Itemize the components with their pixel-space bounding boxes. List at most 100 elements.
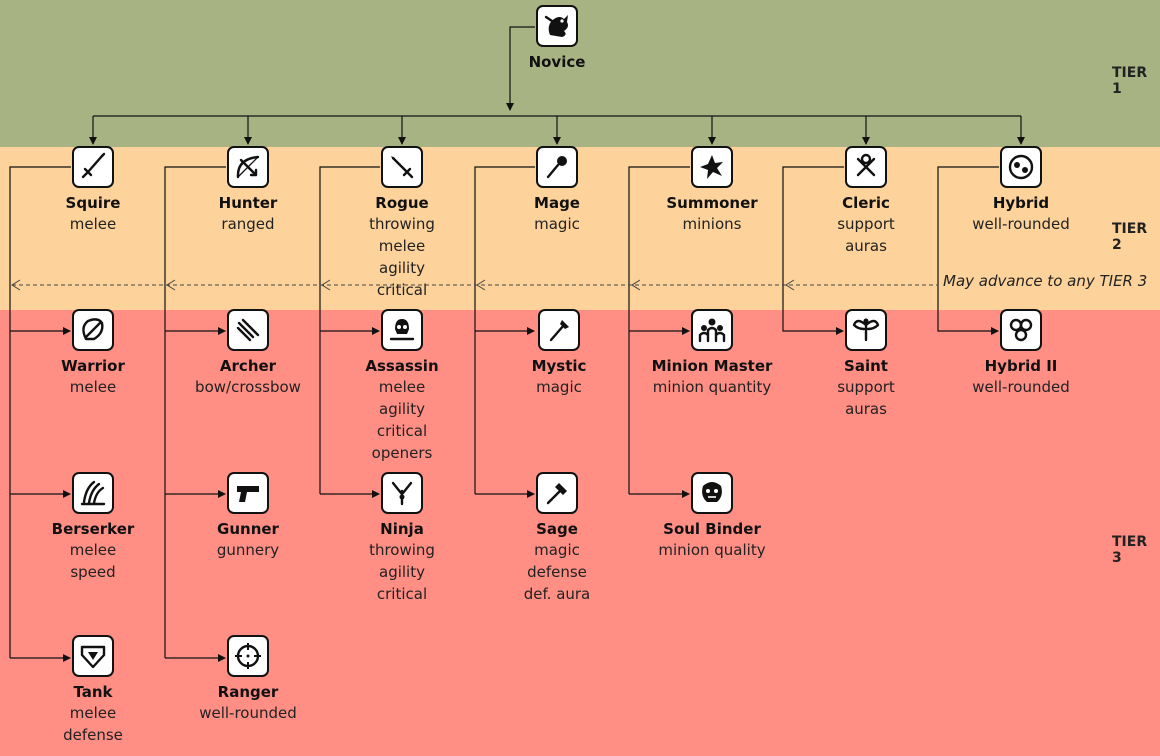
class-name: Mystic bbox=[531, 357, 587, 375]
class-node-mystic[interactable]: Mystic magic bbox=[479, 309, 639, 398]
class-trait: well-rounded bbox=[972, 378, 1070, 396]
class-name: Assassin bbox=[365, 357, 439, 375]
class-trait: openers bbox=[371, 444, 433, 462]
class-node-mage[interactable]: Mage magic bbox=[477, 146, 637, 235]
staff-icon bbox=[538, 309, 580, 351]
class-node-hunter[interactable]: Hunter ranged bbox=[168, 146, 328, 235]
class-name: Summoner bbox=[666, 194, 758, 212]
class-name: Novice bbox=[528, 53, 586, 71]
sword-icon bbox=[72, 146, 114, 188]
class-node-novice[interactable]: Novice bbox=[477, 5, 637, 72]
orbs-icon bbox=[1000, 146, 1042, 188]
class-trait: magic bbox=[534, 215, 580, 233]
class-trait: melee bbox=[69, 704, 117, 722]
class-node-hybrid[interactable]: Hybrid well-rounded bbox=[941, 146, 1101, 235]
class-trait: critical bbox=[376, 585, 428, 603]
armor-icon bbox=[72, 635, 114, 677]
tier-2-label: TIER 2 bbox=[1112, 221, 1148, 253]
spark-icon bbox=[691, 146, 733, 188]
dagger-icon bbox=[381, 146, 423, 188]
tier-1-band bbox=[0, 0, 1160, 147]
class-trait: well-rounded bbox=[972, 215, 1070, 233]
dragon-icon bbox=[536, 5, 578, 47]
class-name: Tank bbox=[73, 683, 113, 701]
class-name: Berserker bbox=[51, 520, 135, 538]
class-trait: speed bbox=[70, 563, 116, 581]
class-trait: melee bbox=[69, 541, 117, 559]
class-name: Hybrid bbox=[992, 194, 1050, 212]
arrows-icon bbox=[227, 309, 269, 351]
tier-1-label: TIER 1 bbox=[1112, 65, 1148, 97]
wand-icon bbox=[536, 146, 578, 188]
class-trait: melee bbox=[69, 378, 117, 396]
crosshair-icon bbox=[227, 635, 269, 677]
class-node-hybrid-ii[interactable]: Hybrid II well-rounded bbox=[941, 309, 1101, 398]
class-name: Gunner bbox=[217, 520, 279, 538]
class-trait: agility bbox=[379, 400, 425, 418]
class-name: Mage bbox=[534, 194, 580, 212]
triple-orbs-icon bbox=[1000, 309, 1042, 351]
shield-icon bbox=[72, 309, 114, 351]
tier-2-band bbox=[0, 147, 1160, 310]
class-trait: agility bbox=[379, 259, 425, 277]
bow-icon bbox=[227, 146, 269, 188]
class-name: Saint bbox=[844, 357, 888, 375]
class-trait: minions bbox=[682, 215, 742, 233]
class-trait: melee bbox=[378, 237, 426, 255]
class-node-cleric[interactable]: Cleric support auras bbox=[786, 146, 946, 257]
class-trait: auras bbox=[845, 400, 887, 418]
class-node-ninja[interactable]: Ninja throwing agility critical bbox=[322, 472, 482, 605]
class-node-tank[interactable]: Tank melee defense bbox=[13, 635, 173, 746]
class-name: Cleric bbox=[842, 194, 890, 212]
class-name: Soul Binder bbox=[663, 520, 761, 538]
scepter-icon bbox=[536, 472, 578, 514]
class-trait: melee bbox=[378, 378, 426, 396]
class-trait: gunnery bbox=[216, 541, 280, 559]
class-trait: support bbox=[837, 378, 895, 396]
class-node-summoner[interactable]: Summoner minions bbox=[632, 146, 792, 235]
class-name: Archer bbox=[219, 357, 277, 375]
class-node-sage[interactable]: Sage magic defense def. aura bbox=[477, 472, 637, 605]
class-trait: magic bbox=[534, 541, 580, 559]
class-trait: auras bbox=[845, 237, 887, 255]
class-node-warrior[interactable]: Warrior melee bbox=[13, 309, 173, 398]
class-trait: agility bbox=[379, 563, 425, 581]
class-trait: throwing bbox=[369, 541, 435, 559]
class-node-soul-binder[interactable]: Soul Binder minion quality bbox=[632, 472, 792, 561]
pistol-icon bbox=[227, 472, 269, 514]
advance-note: May advance to any TIER 3 bbox=[943, 272, 1148, 290]
class-name: Rogue bbox=[375, 194, 429, 212]
class-trait: well-rounded bbox=[199, 704, 297, 722]
tier-3-label: TIER 3 bbox=[1112, 534, 1148, 566]
class-name: Warrior bbox=[61, 357, 125, 375]
class-name: Minion Master bbox=[651, 357, 773, 375]
class-trait: defense bbox=[63, 726, 123, 744]
class-name: Hybrid II bbox=[984, 357, 1058, 375]
class-trait: throwing bbox=[369, 215, 435, 233]
group-icon bbox=[691, 309, 733, 351]
class-trait: ranged bbox=[221, 215, 275, 233]
class-trait: defense bbox=[527, 563, 587, 581]
class-node-saint[interactable]: Saint support auras bbox=[786, 309, 946, 420]
class-name: Ninja bbox=[380, 520, 424, 538]
wings-icon bbox=[845, 309, 887, 351]
class-name: Hunter bbox=[218, 194, 278, 212]
class-trait: melee bbox=[69, 215, 117, 233]
class-name: Sage bbox=[536, 520, 578, 538]
class-trait: minion quality bbox=[658, 541, 766, 559]
skull-icon bbox=[381, 309, 423, 351]
class-trait: support bbox=[837, 215, 895, 233]
class-trait: magic bbox=[536, 378, 582, 396]
kunai-icon bbox=[381, 472, 423, 514]
class-node-berserker[interactable]: Berserker melee speed bbox=[13, 472, 173, 583]
claws-icon bbox=[72, 472, 114, 514]
class-node-gunner[interactable]: Gunner gunnery bbox=[168, 472, 328, 561]
class-trait: def. aura bbox=[523, 585, 591, 603]
